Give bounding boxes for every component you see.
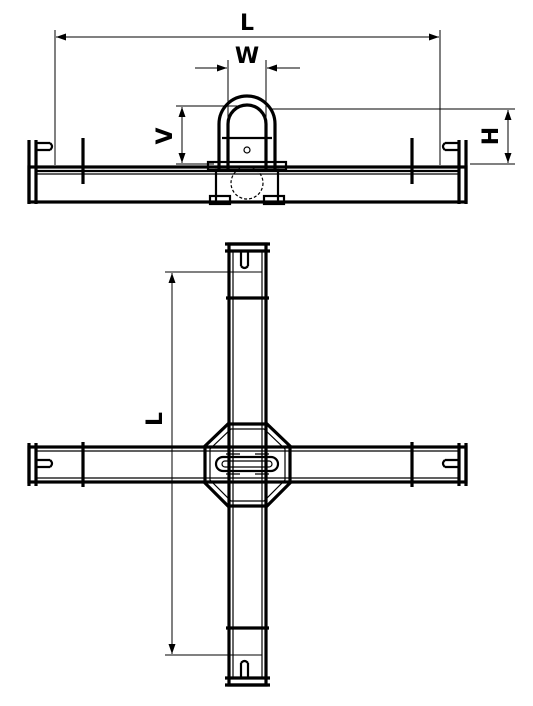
vertical-arm [227, 242, 268, 687]
right-end-cap [441, 140, 468, 204]
horizontal-arm [27, 445, 468, 484]
dimension-l-plan-label: L [143, 412, 168, 426]
plan-right-end-cap [441, 443, 468, 486]
main-beam [27, 165, 468, 204]
plan-top-end-cap [225, 242, 270, 270]
dimension-w-label: W [235, 44, 259, 69]
plan-view: L [27, 242, 468, 687]
dimension-l-top: L [54, 11, 441, 165]
plan-bottom-end-cap [225, 659, 270, 687]
bolt-holes [226, 448, 269, 479]
dimension-h-label: H [479, 127, 504, 145]
dimension-l-plan: L [143, 271, 262, 656]
lifting-shackle [206, 94, 288, 206]
dimension-w: W [195, 44, 300, 120]
center-plate [203, 422, 292, 508]
dimension-l-top-label: L [240, 11, 254, 36]
dimension-h: H [270, 108, 515, 165]
left-end-cap [27, 140, 54, 204]
elevation-view: L W V H [27, 11, 515, 206]
dimension-v-label: V [153, 127, 178, 144]
plan-left-end-cap [27, 443, 54, 486]
dimension-v: V [153, 105, 240, 165]
